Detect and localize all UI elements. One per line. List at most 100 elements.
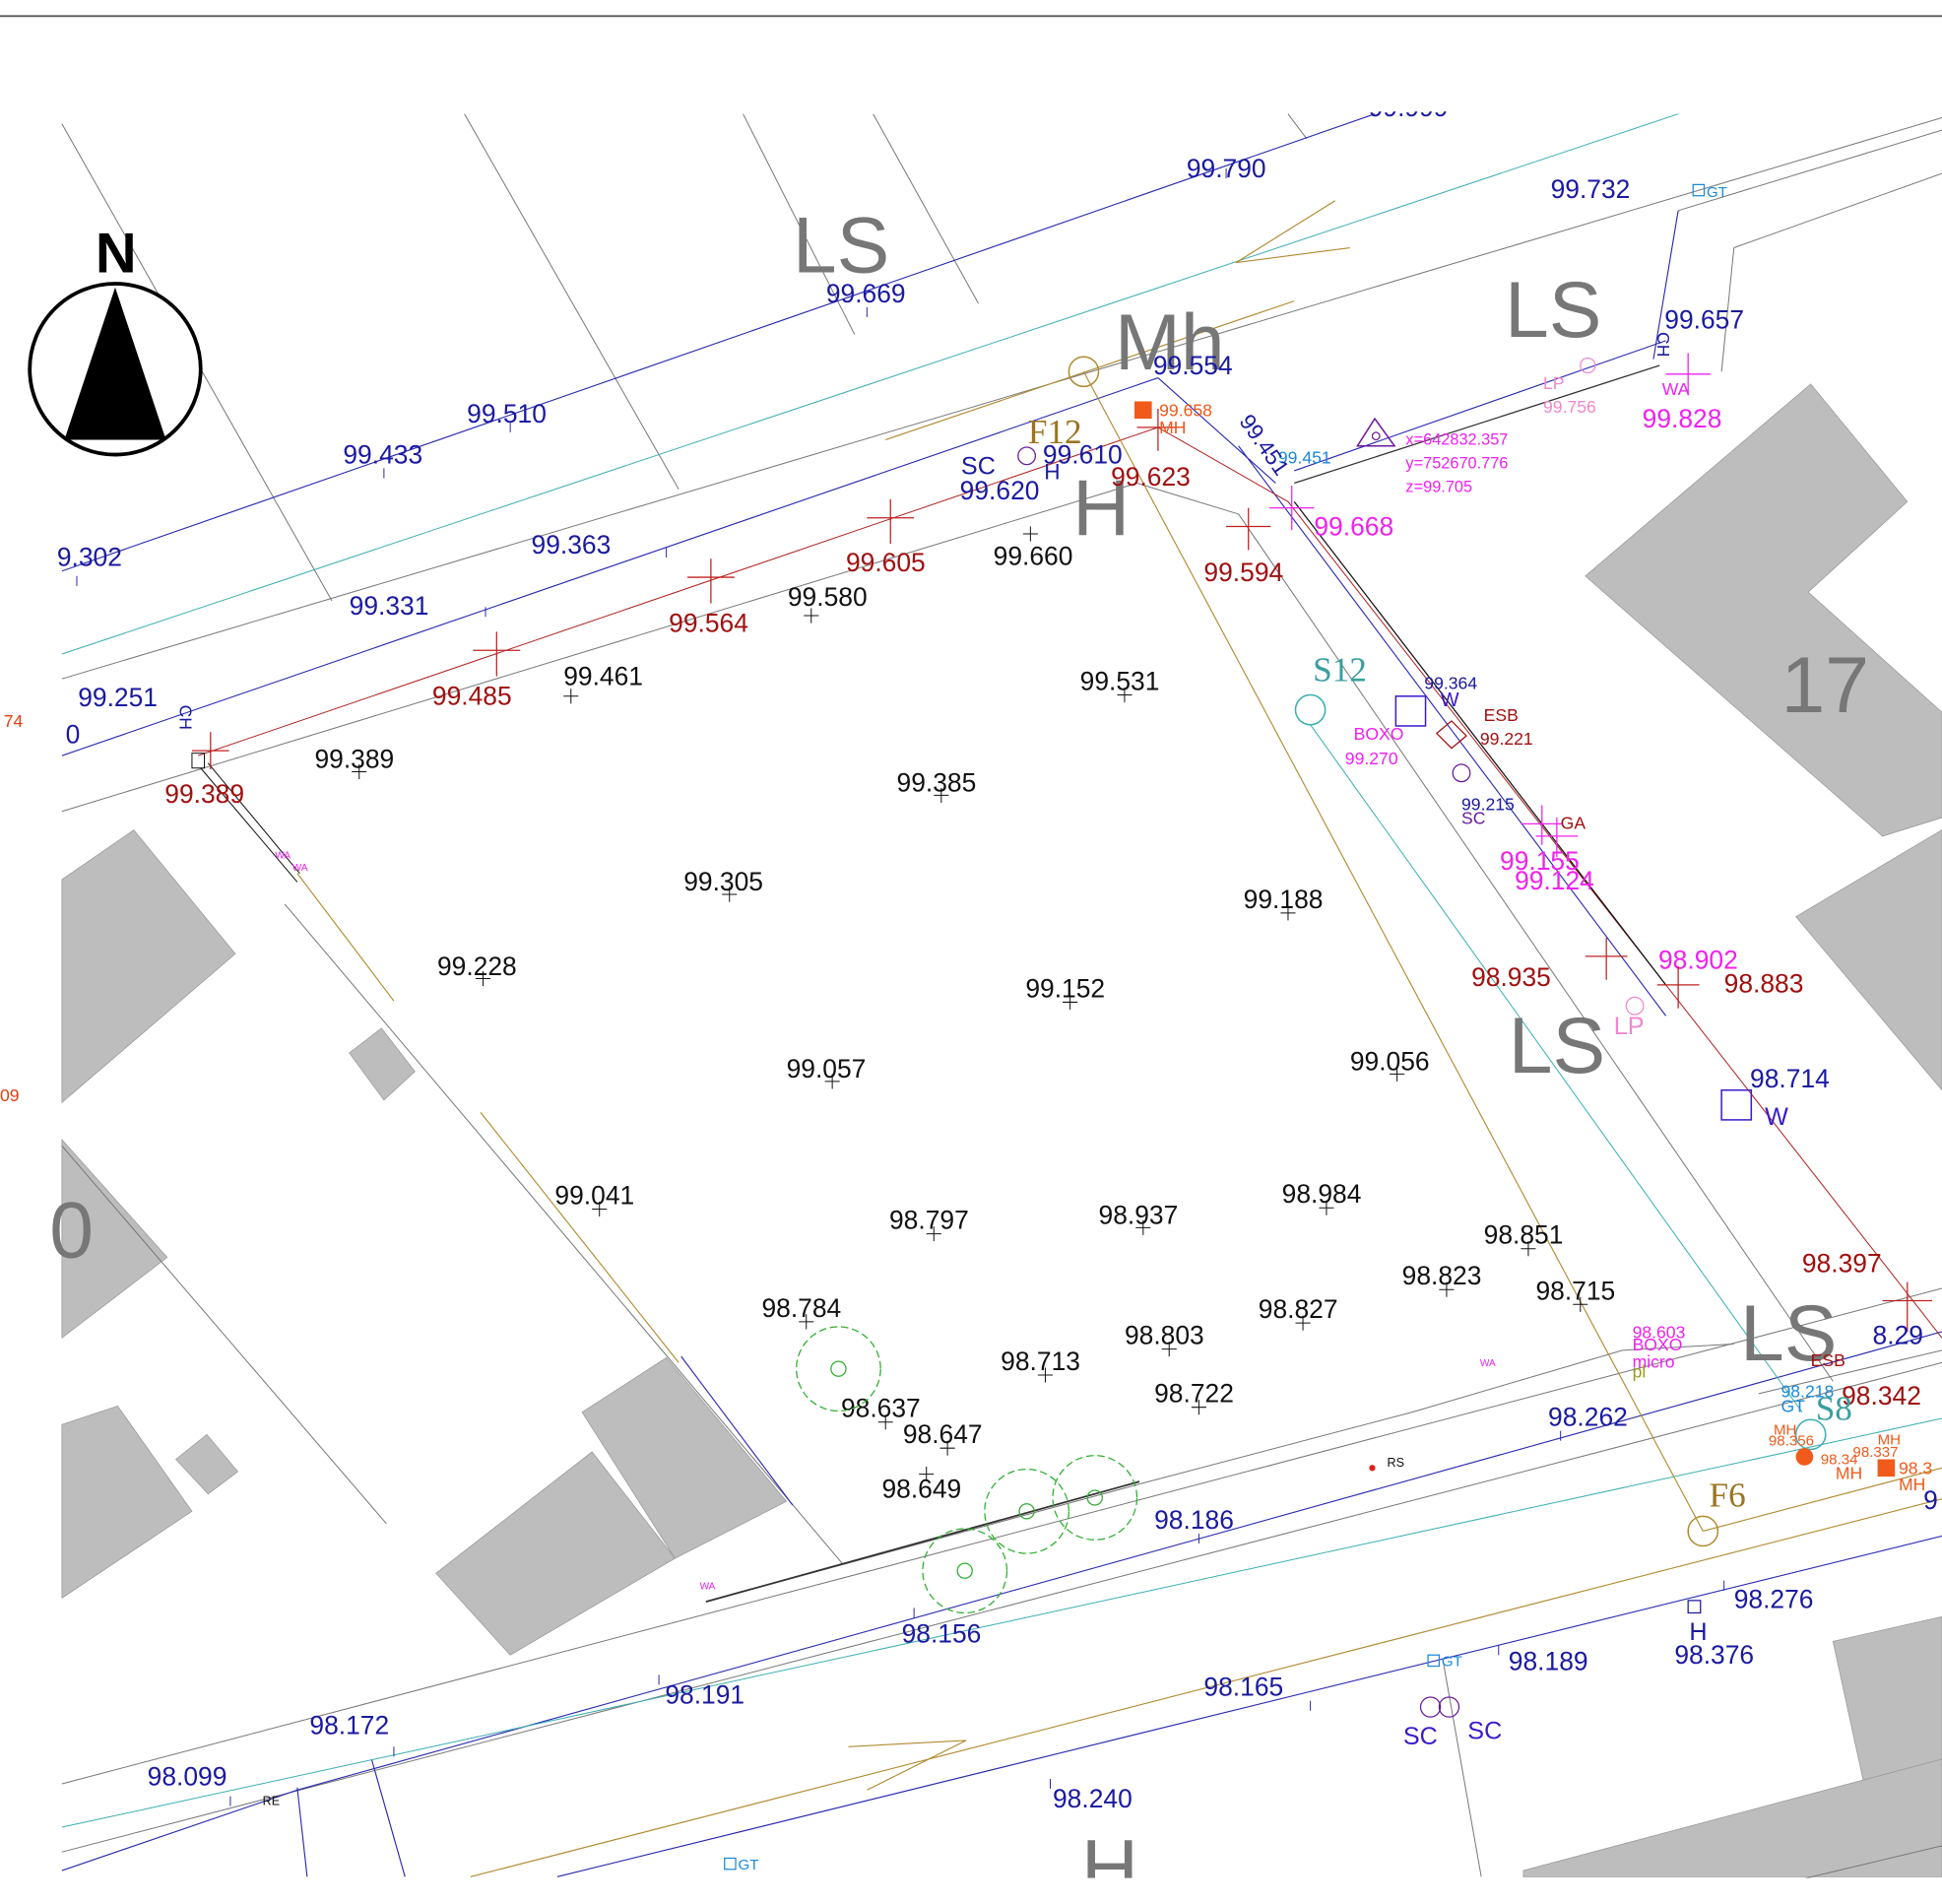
parcel-lines bbox=[61, 113, 1942, 1896]
spot-level: 99.531 bbox=[1080, 667, 1160, 696]
red-spot-levels: 99.623 99.605 99.564 99.485 99.389 99.59… bbox=[164, 462, 1921, 1411]
gully-trap-icon bbox=[1692, 183, 1706, 197]
coord-y: y=752670.776 bbox=[1405, 454, 1508, 472]
building bbox=[61, 1139, 168, 1340]
road-level: 99.510 bbox=[467, 399, 547, 428]
tree-icon bbox=[1052, 1455, 1138, 1541]
hydrant-icon bbox=[1687, 1600, 1702, 1614]
spot-level: 98.722 bbox=[1154, 1379, 1234, 1409]
spot-level: 98.784 bbox=[761, 1293, 841, 1323]
teal-service-lines bbox=[61, 113, 1942, 1828]
spot-level: 98.851 bbox=[1484, 1220, 1564, 1250]
gully-trap-icon bbox=[724, 1857, 737, 1871]
tree-icon bbox=[922, 1528, 1008, 1614]
spot-level: 98.827 bbox=[1259, 1294, 1338, 1324]
cutoff-level: 0 bbox=[66, 720, 81, 750]
road-level: 99.215 bbox=[1461, 794, 1515, 814]
survey-stations: F12 S12 F6 S8 bbox=[1028, 356, 1852, 1547]
station-s8-icon bbox=[1794, 1418, 1827, 1451]
spot-level: 98.713 bbox=[1001, 1346, 1080, 1376]
zone-label-h: H bbox=[1072, 464, 1130, 553]
road-level: 99.610 bbox=[1043, 439, 1123, 469]
magenta-spot-levels: 99.828 99.668 99.155 99.124 98.902 bbox=[1314, 404, 1737, 975]
boundary-level: 98.342 bbox=[1842, 1381, 1921, 1411]
spot-level: 98.803 bbox=[1125, 1321, 1204, 1350]
gs-level: 99.451 bbox=[1278, 447, 1331, 467]
buildings bbox=[61, 383, 1942, 1877]
building bbox=[349, 1027, 416, 1101]
pipe-line-ne bbox=[1294, 364, 1660, 485]
kerb-level: 99.124 bbox=[1515, 866, 1594, 895]
zone-label-ls: LS bbox=[1509, 1002, 1605, 1090]
station-label-s12: S12 bbox=[1313, 651, 1367, 689]
blue-spot-levels: 99.790 99.732 99.669 99.657 99.554 99.51… bbox=[78, 154, 1830, 1813]
zone-label-mh: Mh bbox=[1115, 298, 1225, 387]
hydrant-label: H bbox=[1689, 1618, 1707, 1646]
zone-label-ls: LS bbox=[1505, 266, 1601, 355]
cutoff-level: 74 bbox=[4, 711, 24, 731]
coord-z: z=99.705 bbox=[1405, 478, 1472, 495]
road-level: 99.620 bbox=[960, 476, 1040, 505]
manhole-icon bbox=[1795, 1448, 1814, 1466]
station-label-f6: F6 bbox=[1710, 1476, 1746, 1514]
spot-level: 98.715 bbox=[1535, 1276, 1615, 1305]
manhole-level: 98.337 bbox=[1852, 1444, 1898, 1461]
spot-level: 99.057 bbox=[787, 1054, 867, 1083]
gate-icon bbox=[191, 753, 300, 883]
lamp-post-label: LP bbox=[1614, 1013, 1645, 1040]
wa-label: WA bbox=[1480, 1358, 1496, 1369]
building bbox=[61, 1405, 193, 1600]
road-level: 98.186 bbox=[1154, 1505, 1234, 1535]
sewer-cover-icon bbox=[1452, 763, 1471, 783]
kerb-level: 99.668 bbox=[1314, 511, 1393, 541]
kerb-level: 99.828 bbox=[1643, 404, 1722, 433]
lamp-post-icon bbox=[1625, 996, 1645, 1016]
boundary-cross-markers bbox=[191, 409, 1932, 1332]
north-arrow-icon: N bbox=[28, 223, 203, 457]
zone-label-ls: LS bbox=[793, 202, 889, 291]
lamp-post-icon bbox=[1580, 357, 1596, 374]
boundary-level: 98.935 bbox=[1471, 962, 1551, 992]
kerb-cross-markers bbox=[1269, 353, 1711, 858]
boxo-label: BOXO bbox=[1633, 1335, 1683, 1354]
spot-level: 99.228 bbox=[437, 952, 517, 981]
survey-control-icon bbox=[1356, 417, 1396, 447]
hydrant-label: H bbox=[1044, 460, 1060, 485]
sewer-cover-icon bbox=[1419, 1696, 1442, 1718]
gully-trap-icon bbox=[1427, 1654, 1441, 1668]
wa-label: WA bbox=[700, 1582, 716, 1593]
zone-labels: LS LS LS LS Mh H H 17 bbox=[793, 202, 1869, 1904]
road-level: 98.156 bbox=[902, 1619, 982, 1649]
building bbox=[175, 1433, 239, 1495]
micro-label: micro bbox=[1633, 1351, 1675, 1371]
spot-level: 99.056 bbox=[1350, 1047, 1430, 1077]
ch-label: CH bbox=[175, 705, 195, 730]
manhole-label: MH bbox=[1899, 1475, 1925, 1494]
spot-height-markers bbox=[352, 526, 1588, 1482]
boxo-level: 99.270 bbox=[1345, 749, 1398, 768]
manhole-label: MH bbox=[1774, 1421, 1796, 1438]
road-level: 99.657 bbox=[1664, 304, 1744, 334]
road-level: 99.669 bbox=[826, 279, 906, 308]
esb-box-icon bbox=[1435, 720, 1467, 750]
spot-level: 98.937 bbox=[1099, 1201, 1179, 1230]
building bbox=[1585, 383, 1942, 837]
spot-level: 99.041 bbox=[554, 1180, 634, 1210]
north-letter: N bbox=[96, 223, 137, 286]
station-f12-icon bbox=[1068, 356, 1100, 388]
road-level: 98.714 bbox=[1750, 1064, 1830, 1093]
boundary-level: 99.221 bbox=[1480, 729, 1533, 749]
sewer-cover-icon bbox=[1017, 446, 1037, 466]
road-level: 99.790 bbox=[1187, 154, 1266, 183]
building bbox=[435, 1451, 676, 1656]
station-s12-icon bbox=[1294, 693, 1327, 726]
gully-trap-label: GT bbox=[1442, 1654, 1462, 1671]
station-f6-icon bbox=[1687, 1515, 1719, 1547]
manhole-level: 98.3 bbox=[1899, 1459, 1932, 1478]
kerb-level: 99.155 bbox=[1500, 846, 1580, 876]
station-label-f12: F12 bbox=[1028, 413, 1082, 451]
manhole-label: MH bbox=[1159, 418, 1186, 437]
pl-label: pl bbox=[1633, 1362, 1647, 1382]
boundary-level: 99.485 bbox=[432, 682, 512, 711]
zone-label-ls: LS bbox=[1740, 1289, 1837, 1378]
